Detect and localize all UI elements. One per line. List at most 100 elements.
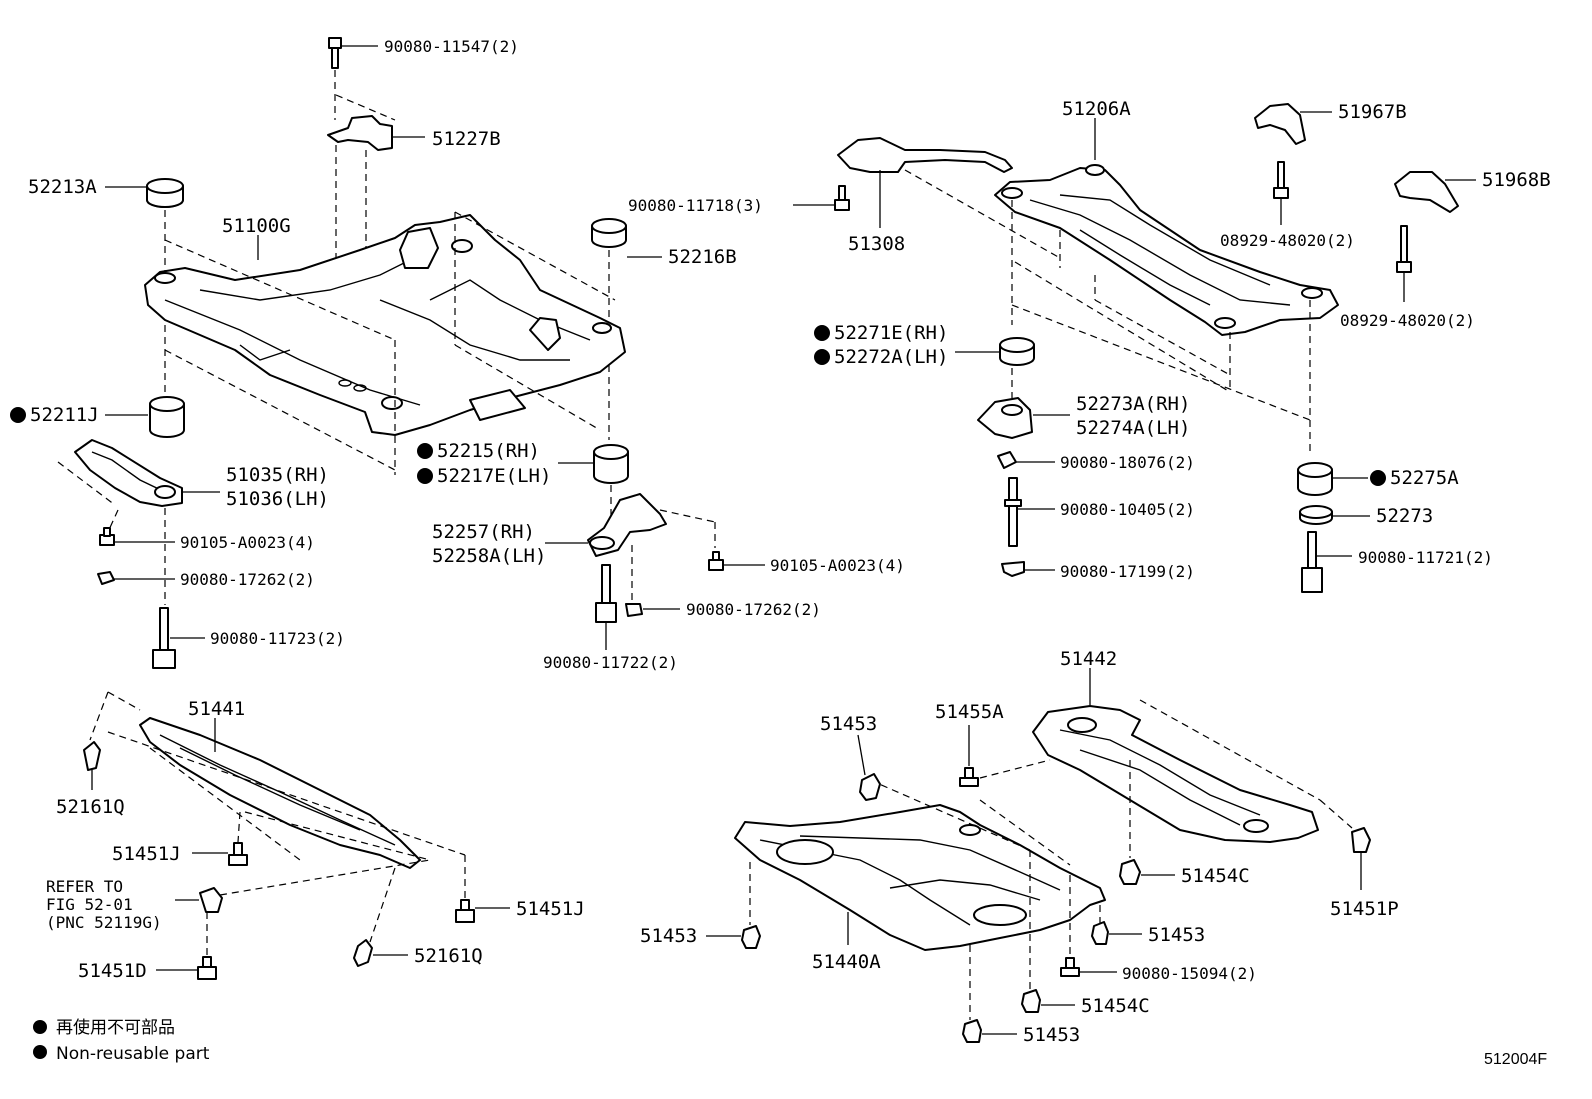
front-cover-group: 51441 52161Q 51451J 51451J 52161 [46,691,585,982]
label-51453-top: 51453 [820,713,877,735]
mount-52275A [1297,462,1333,496]
label-90080-17199: 90080-17199(2) [1060,562,1195,581]
cover-51440A [734,804,1106,951]
label-52271E: 52271E(RH) [834,322,948,344]
bracket-51967B [1254,103,1306,145]
bracket-52257-52258A [587,493,667,557]
bracket-52273A-52274A [977,397,1033,439]
label-52273A: 52273A(RH) [1076,393,1190,415]
front-crossmember-group: 90080-11547(2) 51227B 52213A [10,37,905,672]
label-08929-48020-b: 08929-48020(2) [1340,311,1475,330]
label-90105-right: 90105-A0023(4) [770,556,905,575]
clip-52161Q-b [353,939,373,967]
label-52216B: 52216B [668,246,737,268]
label-90080-15094: 90080-15094(2) [1122,964,1257,983]
clip-52161Q-a [83,741,101,771]
mount-52271E-52272A [999,337,1035,366]
clip-51454C-b [1021,989,1041,1013]
nonreusable-dot-icon [33,1020,47,1034]
bolt-90080-11718 [834,185,850,211]
nut-90080-17199 [1001,561,1025,577]
bolt-90080-11723 [152,607,176,669]
label-90105-left: 90105-A0023(4) [180,533,315,552]
label-51440A: 51440A [812,951,881,973]
mount-52215-52217E [593,444,629,484]
nonreusable-dot-icon [814,325,830,341]
bolt-90080-11721 [1301,531,1323,593]
label-51100G: 51100G [222,215,291,237]
stud-90080-10405 [1004,477,1022,547]
nonreusable-dot-icon [1370,470,1386,486]
bracket-51968B [1394,171,1459,213]
label-90080-11718: 90080-11718(3) [628,196,763,215]
label-52211J: 52211J [30,404,99,426]
label-52217E: 52217E(LH) [437,465,551,487]
clip-51453-bottom [962,1019,982,1043]
label-51035: 51035(RH) [226,464,329,486]
crossmember-51100G [144,214,626,436]
label-52257: 52257(RH) [432,521,535,543]
label-90080-17262-left: 90080-17262(2) [180,570,315,589]
bolt-90080-15094 [1060,957,1080,977]
bolt-90080-11547 [328,37,342,69]
bracket-51227B [327,115,393,151]
label-90080-10405: 90080-10405(2) [1060,500,1195,519]
bracket-51308 [837,137,1013,173]
label-52161Q-a: 52161Q [56,796,125,818]
bolt-08929-48020-b [1396,225,1412,273]
label-90080-17262-right: 90080-17262(2) [686,600,821,619]
label-52215: 52215(RH) [437,440,540,462]
nut-90080-17262-left [97,571,115,585]
clip-51453-top [859,773,881,801]
label-90080-11723: 90080-11723(2) [210,629,345,648]
clip-51454C-a [1119,859,1141,885]
nonreusable-dot-icon [417,468,433,484]
figure-id: 512004F [1484,1051,1547,1068]
label-90080-11547: 90080-11547(2) [384,37,519,56]
label-90080-11721: 90080-11721(2) [1358,548,1493,567]
bolt-51451J-a [228,842,248,866]
engine-cover-group: 51442 51440A 51453 [640,648,1399,1046]
bolt-90080-11722 [595,564,617,623]
label-51454C-b: 51454C [1081,995,1150,1017]
clip-51453-left [741,925,761,949]
label-90080-11722: 90080-11722(2) [543,653,678,672]
label-51453-left: 51453 [640,925,697,947]
cover-51441 [139,717,421,869]
label-08929-48020-a: 08929-48020(2) [1220,231,1355,250]
legend: 再使用不可部品 Non-reusable part [33,1017,210,1064]
label-51968B: 51968B [1482,169,1551,191]
clip-refer-fig-52-01 [199,887,223,913]
label-51441: 51441 [188,698,245,720]
rear-member-group: 51308 90080-11718(3) 51206A [628,98,1551,593]
label-51036: 51036(LH) [226,488,329,510]
label-51206A: 51206A [1062,98,1131,120]
label-52161Q-b: 52161Q [414,945,483,967]
bracket-51035-51036 [74,439,183,507]
nonreusable-dot-icon [417,443,433,459]
label-refer-to: REFER TO [46,877,123,896]
label-52273: 52273 [1376,505,1433,527]
label-51451J-a: 51451J [112,843,181,865]
label-51453-right: 51453 [1148,924,1205,946]
bolt-51451P [1351,827,1371,853]
label-51454C-a: 51454C [1181,865,1250,887]
label-52213A: 52213A [28,176,97,198]
mount-52211J [149,396,185,438]
label-52274A: 52274A(LH) [1076,417,1190,439]
washer-52273 [1299,505,1333,525]
label-51451J-b: 51451J [516,898,585,920]
label-51453-bottom: 51453 [1023,1024,1080,1046]
mount-52216B [591,218,627,248]
label-refer-pnc: (PNC 52119G) [46,913,162,932]
bolt-08929-48020-a [1273,161,1289,199]
legend-line-jp: 再使用不可部品 [56,1017,175,1038]
label-refer-fig: FIG 52-01 [46,895,133,914]
label-52275A: 52275A [1390,467,1459,489]
bolt-51455A [959,767,979,787]
nonreusable-dot-icon [10,407,26,423]
nut-90080-17262-right [625,603,643,617]
cover-51442 [1032,705,1319,843]
